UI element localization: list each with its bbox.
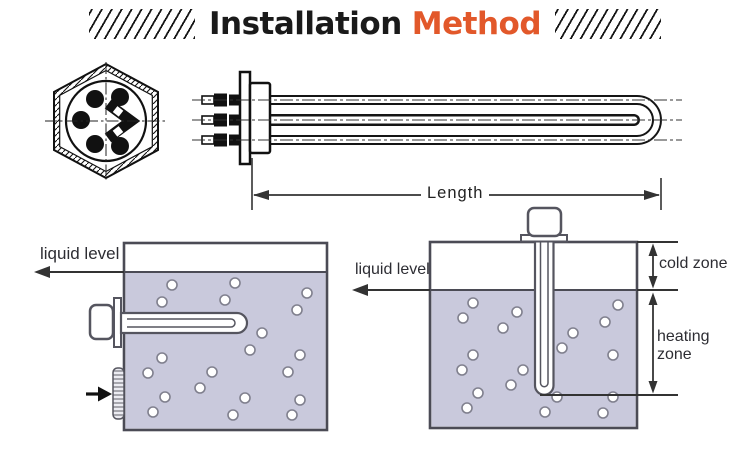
page-title-primary: Installation	[208, 5, 402, 42]
immersion-tube-inner	[539, 241, 549, 388]
vertical-install-diagram	[352, 206, 678, 430]
bubble-icon	[597, 407, 609, 419]
bubble-icon	[472, 387, 484, 399]
bubble-icon	[556, 342, 568, 354]
bubble-icon	[286, 409, 298, 421]
heating-zone-label: heating zone	[657, 328, 710, 363]
bubble-icon	[142, 367, 154, 379]
element-side-view-drawing	[192, 70, 682, 210]
bubble-icon	[159, 391, 171, 403]
tube-cross-sections	[72, 88, 129, 155]
bubble-icon	[294, 349, 306, 361]
bubble-icon	[461, 402, 473, 414]
bubble-icon	[457, 312, 469, 324]
length-dimension-label: Length	[421, 184, 490, 203]
immersion-tube	[119, 311, 249, 335]
bubble-icon	[607, 391, 619, 403]
bubble-icon	[497, 322, 509, 334]
zone-dimensions	[540, 241, 678, 396]
bubble-icon	[456, 364, 468, 376]
bubble-icon	[147, 406, 159, 418]
bubble-icon	[219, 294, 231, 306]
hex-end-view-drawing	[45, 62, 167, 180]
bubble-icon	[206, 366, 218, 378]
hatch-stripe-left-icon	[88, 9, 195, 39]
bubble-icon	[194, 382, 206, 394]
bubble-icon	[239, 392, 251, 404]
bubble-icon	[505, 379, 517, 391]
liquid-level-label-horizontal: liquid level	[40, 244, 120, 263]
bubble-icon	[282, 366, 294, 378]
centerlines	[192, 99, 682, 141]
bubble-icon	[244, 344, 256, 356]
terminal-cap	[526, 206, 563, 238]
bubble-icon	[607, 349, 619, 361]
bubbles	[142, 277, 313, 421]
centerlines	[45, 62, 167, 180]
horizontal-install-diagram	[34, 241, 329, 432]
bubble-icon	[294, 394, 306, 406]
liquid-level-label-vertical: liquid level	[355, 261, 430, 278]
heating-zone-arrow-icon	[648, 292, 658, 394]
bubble-icon	[467, 297, 479, 309]
terminal-cap	[88, 303, 115, 341]
bubble-icon	[156, 296, 168, 308]
bubble-icon	[227, 409, 239, 421]
hatch-stripe-right-icon	[555, 9, 662, 39]
bubble-icon	[511, 306, 523, 318]
bubbles	[456, 297, 624, 419]
page-title-accent: Method	[411, 5, 542, 42]
vertical-heater-element	[520, 206, 568, 396]
bubble-icon	[517, 364, 529, 376]
mounting-flange	[238, 70, 272, 166]
bubble-icon	[599, 316, 611, 328]
immersion-tube-inner	[127, 318, 236, 328]
bubble-icon	[166, 279, 178, 291]
liquid-level-arrow-icon	[34, 266, 124, 278]
threaded-fitting	[112, 367, 125, 420]
fitting-pointer-arrow-icon	[86, 386, 112, 402]
bubble-icon	[551, 391, 563, 403]
bubble-icon	[612, 299, 624, 311]
horizontal-heater-element	[88, 297, 249, 348]
liquid-level-arrow-icon	[352, 284, 430, 296]
cold-zone-arrow-icon	[648, 243, 658, 289]
bubble-icon	[467, 349, 479, 361]
immersion-tube	[533, 241, 555, 396]
bubble-icon	[291, 304, 303, 316]
bubble-icon	[539, 406, 551, 418]
cold-zone-label: cold zone	[659, 255, 728, 272]
bubble-icon	[301, 287, 313, 299]
bubble-icon	[256, 327, 268, 339]
bubble-icon	[567, 327, 579, 339]
bubble-icon	[229, 277, 241, 289]
bubble-icon	[156, 352, 168, 364]
